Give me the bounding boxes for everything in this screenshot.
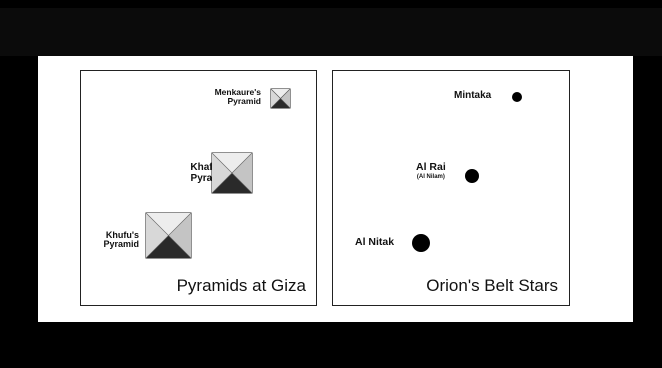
alrai-name: Al Rai: [416, 161, 446, 173]
mintaka-label: Mintaka: [454, 90, 492, 101]
menkaure-pyramid-icon: [270, 88, 291, 109]
khufu-name: Khufu's: [105, 230, 139, 240]
khufu-sub: Pyramid: [103, 239, 139, 250]
menkaure-name: Menkaure's: [214, 87, 261, 97]
khafre-label: Khafre's Pyramid: [190, 162, 230, 184]
alrai-label: Al Rai (Al Nilam): [416, 161, 446, 181]
diagram-area: Menkaure's Pyramid Khafre's Pyramid: [38, 56, 633, 322]
menkaure-sub: Pyramid: [227, 95, 261, 106]
khafre-name: Khafre's: [190, 162, 230, 173]
orion-panel: Mintaka Al Rai (Al Nilam) Al Nitak Orion…: [332, 70, 570, 306]
dark-header-band: [0, 8, 662, 56]
khufu-label: Khufu's Pyramid: [103, 230, 139, 250]
alnitak-star-icon: [412, 234, 430, 252]
khafre-pyramid-icon: [211, 152, 253, 194]
khafre-sub: Pyramid: [190, 172, 230, 184]
alrai-note: (Al Nilam): [416, 174, 445, 181]
giza-caption: Pyramids at Giza: [176, 276, 306, 295]
top-black-band: [0, 0, 662, 8]
mintaka-star-icon: [512, 92, 522, 102]
giza-panel: Menkaure's Pyramid Khafre's Pyramid: [80, 70, 317, 306]
orion-caption: Orion's Belt Stars: [426, 276, 558, 295]
alrai-star-icon: [465, 169, 479, 183]
khufu-pyramid-icon: [145, 212, 192, 259]
menkaure-label: Menkaure's Pyramid: [215, 88, 261, 106]
alnitak-label: Al Nitak: [355, 236, 395, 248]
